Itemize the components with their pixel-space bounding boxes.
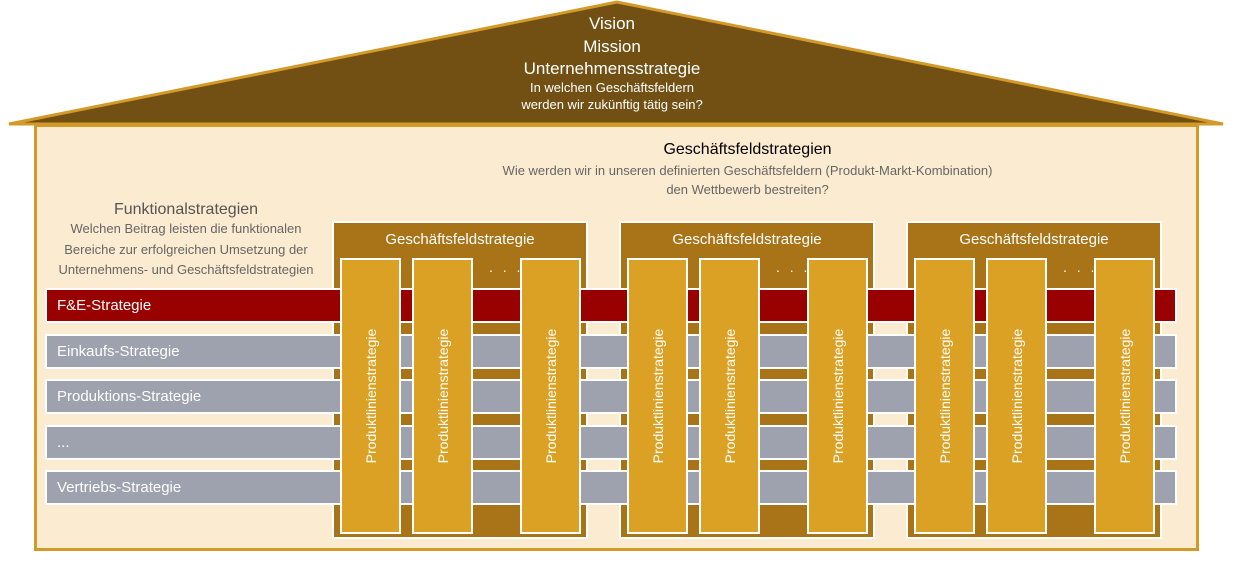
product-line-label: Produktlinienstrategie [542,328,559,464]
business-field-strategies-title: Geschäftsfeldstrategien [663,141,832,158]
product-line-label: Produktlinienstrategie [649,328,666,464]
roof-corporate-strategy: Unternehmensstrategie [523,59,701,78]
roof-question-line1: In welchen Geschäftsfeldern [529,80,695,95]
product-line-column: Produktlinienstrategie [340,258,401,534]
business-field-question-line2: den Wettbewerb bestreiten? [666,182,829,197]
product-line-label: Produktlinienstrategie [721,328,738,464]
product-line-label: Produktlinienstrategie [1116,328,1133,464]
functional-question-line3: Unternehmens- und Geschäftsfeldstrategie… [58,262,314,277]
bar-label: Produktions-Strategie [57,388,202,405]
product-line-column: Produktlinienstrategie [412,258,473,534]
product-line-column: Produktlinienstrategie [520,258,581,534]
more-columns-dots: . . . [776,259,811,275]
product-line-column: Produktlinienstrategie [1094,258,1155,534]
product-line-column: Produktlinienstrategie [914,258,975,534]
business-field-question-line1: Wie werden wir in unseren definierten Ge… [502,163,993,178]
product-line-label: Produktlinienstrategie [829,328,846,464]
product-line-label: Produktlinienstrategie [936,328,953,464]
bar-label: F&E-Strategie [57,297,152,314]
functional-question-line2: Bereiche zur erfolgreichen Umsetzung der [64,242,308,257]
business-field-block-title: Geschäftsfeldstrategie [672,231,822,248]
product-line-column: Produktlinienstrategie [807,258,868,534]
more-columns-dots: . . . [489,259,524,275]
roof-vision: Vision [589,14,635,33]
product-line-label: Produktlinienstrategie [434,328,451,464]
more-columns-dots: . . . [1063,259,1098,275]
product-line-label: Produktlinienstrategie [362,328,379,464]
bar-label: ... [57,434,70,451]
bar-label: Vertriebs-Strategie [57,479,182,496]
roof-question-line2: werden wir zukünftig tätig sein? [521,97,703,112]
product-line-column: Produktlinienstrategie [627,258,688,534]
business-field-block-title: Geschäftsfeldstrategie [959,231,1109,248]
business-field-block-title: Geschäftsfeldstrategie [385,231,535,248]
functional-strategies-title: Funktionalstrategien [113,201,259,218]
bar-label: Einkaufs-Strategie [57,343,180,360]
roof-mission: Mission [583,37,641,56]
functional-question-line1: Welchen Beitrag leisten die funktionalen [70,221,302,236]
product-line-column: Produktlinienstrategie [699,258,760,534]
product-line-label: Produktlinienstrategie [1008,328,1025,464]
product-line-column: Produktlinienstrategie [986,258,1047,534]
